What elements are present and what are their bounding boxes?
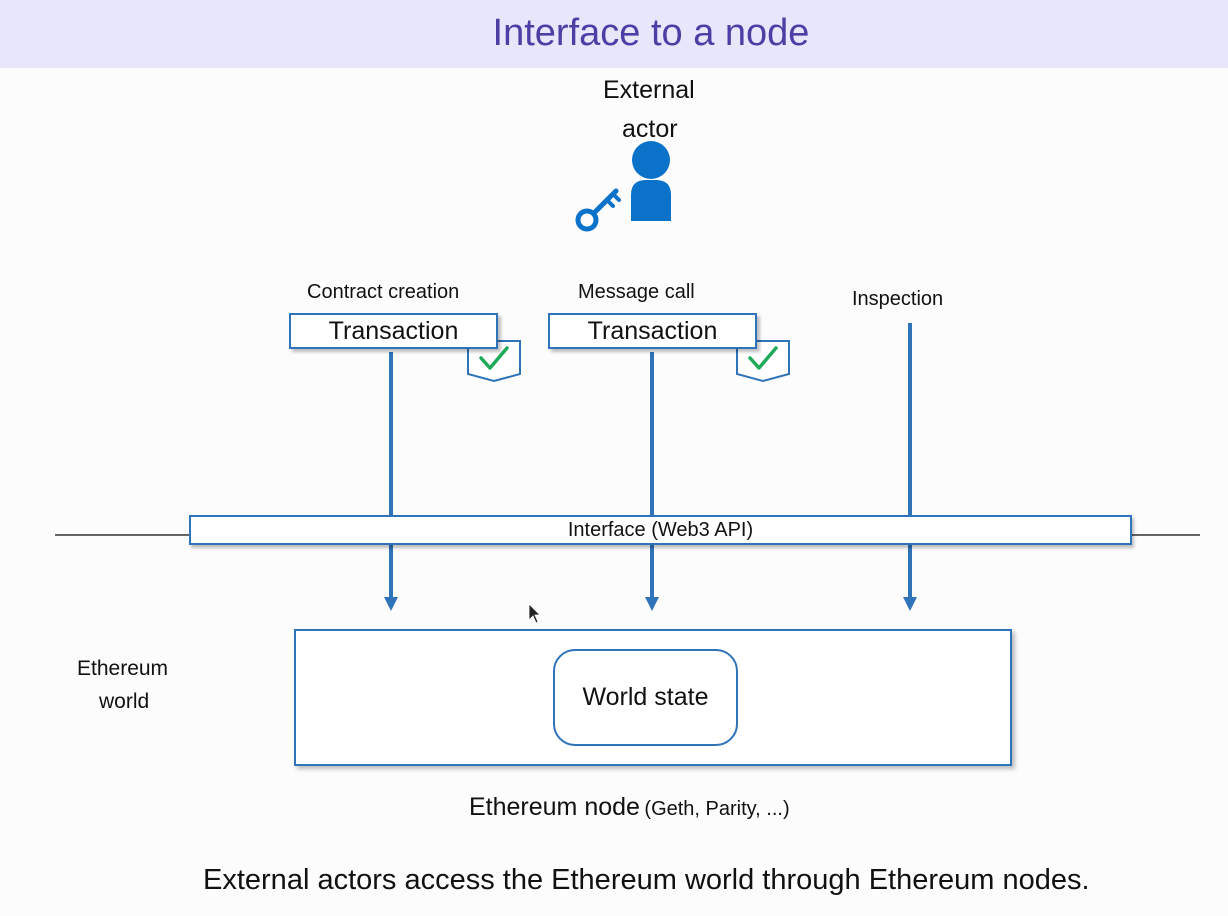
ethereum-node-caption: Ethereum node (Geth, Parity, ...) [469, 793, 790, 822]
ethereum-node-detail: (Geth, Parity, ...) [644, 798, 790, 820]
arrow-inspection [903, 545, 917, 611]
arrow-message [645, 545, 659, 611]
cursor-icon [528, 603, 541, 624]
world-state-box: World state [553, 649, 738, 746]
checkmark-icon [736, 340, 790, 383]
ethereum-world-label-line2: world [99, 690, 150, 713]
contract-creation-label: Contract creation [307, 281, 460, 303]
interface-bar: Interface (Web3 API) [189, 515, 1132, 545]
inspection-label: Inspection [852, 288, 944, 310]
key-icon [575, 188, 621, 232]
message-call-label: Message call [578, 281, 695, 303]
checkmark-icon [467, 340, 521, 383]
arrow-contract [384, 545, 398, 611]
transaction-box-message: Transaction [548, 313, 757, 349]
page-title: Interface to a node [492, 12, 810, 54]
person-icon [631, 141, 671, 221]
slide-caption: External actors access the Ethereum worl… [203, 864, 1090, 896]
title-bar [0, 0, 1228, 68]
actor-label-line2: actor [622, 115, 678, 143]
ethereum-world-label-line1: Ethereum [77, 657, 169, 680]
transaction-box-contract: Transaction [289, 313, 498, 349]
actor-label-line1: External [603, 76, 695, 104]
ethereum-node-label: Ethereum node [469, 793, 640, 821]
